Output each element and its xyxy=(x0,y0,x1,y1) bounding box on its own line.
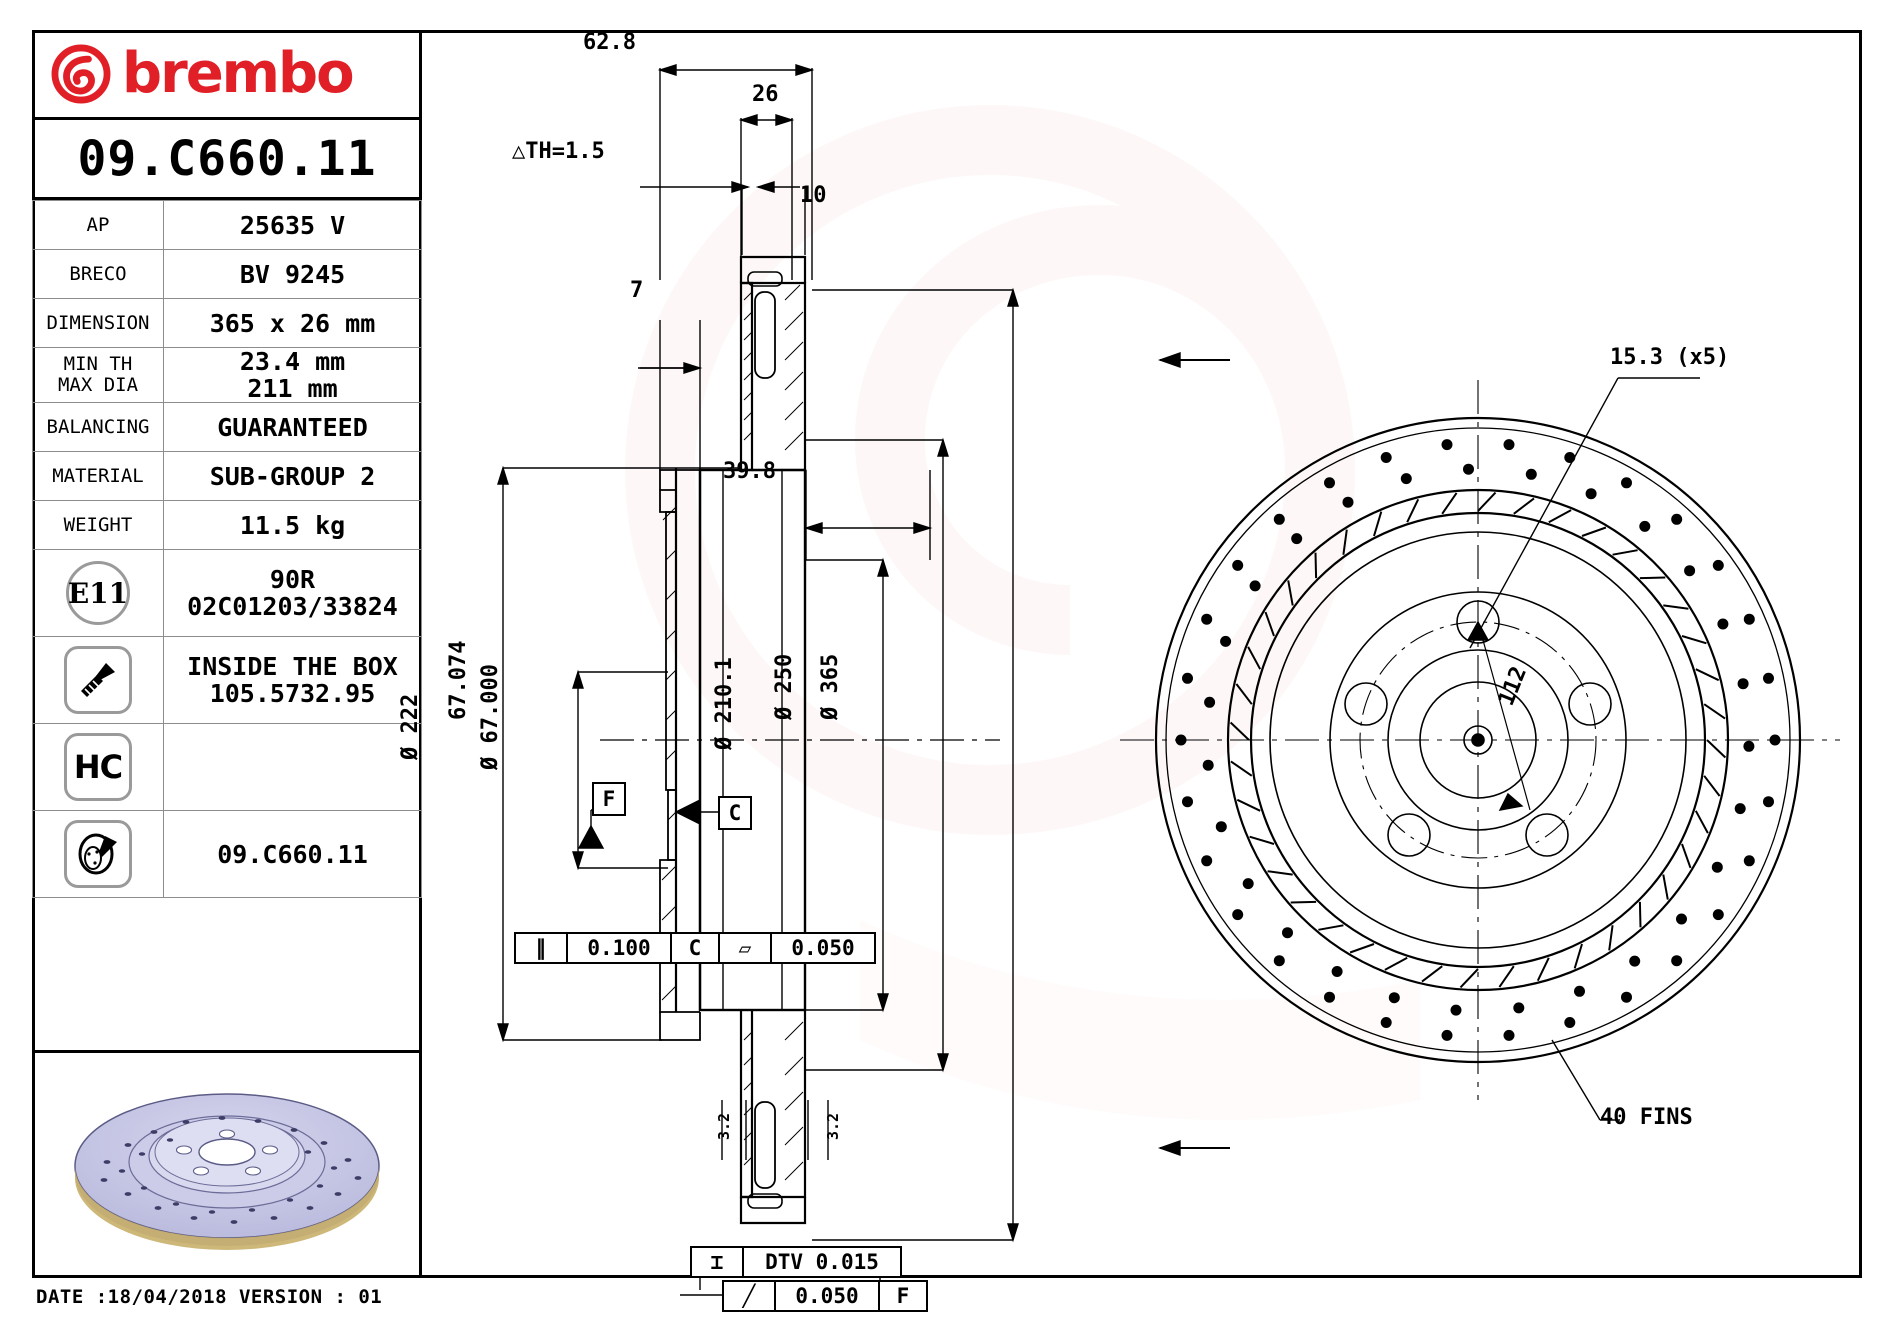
dtv-frame: ⌶ DTV 0.015 xyxy=(690,1246,902,1278)
table-row: HC xyxy=(32,723,422,811)
screws-line2: 105.5732.95 xyxy=(209,679,376,708)
datum-c: C xyxy=(718,796,752,830)
runout-datum: F xyxy=(896,1284,910,1308)
dim-dia-222: Ø 222 xyxy=(398,693,423,760)
screw-icon-cell xyxy=(32,636,164,724)
e11-approval-icon-text: E11 xyxy=(67,576,129,610)
spec-value-max-dia: 211 mm xyxy=(247,374,338,403)
part-code-cell: 09.C660.11 xyxy=(32,120,422,200)
spec-value-min-th: 23.4 mm xyxy=(239,347,346,376)
table-row: MIN TH MAX DIA 23.4 mm 211 mm xyxy=(32,347,422,403)
spec-value-weight: 11.5 kg xyxy=(163,500,422,550)
dtv-tolerance: DTV 0.015 xyxy=(765,1250,879,1274)
dim-dia-250: Ø 250 xyxy=(772,653,797,720)
part-code: 09.C660.11 xyxy=(77,130,377,187)
parallelism-frame: ∥ 0.100 C xyxy=(514,932,720,964)
dim-overall-width: 62.8 xyxy=(583,30,636,55)
parallelism-datum: C xyxy=(688,936,702,960)
spec-label-material: MATERIAL xyxy=(32,451,164,501)
hc-value-cell xyxy=(163,723,422,811)
screw-icon-glyph xyxy=(81,663,115,697)
table-row: MATERIAL SUB-GROUP 2 xyxy=(32,451,422,501)
dim-dia-67-000: Ø 67.000 xyxy=(478,664,503,770)
hole-dia-callout: 15.3 (x5) xyxy=(1610,345,1730,370)
spec-table: AP 25635 V BRECO BV 9245 DIMENSION 365 x… xyxy=(32,200,422,898)
table-row: AP 25635 V xyxy=(32,200,422,250)
flatness-tolerance: 0.050 xyxy=(791,936,855,960)
hc-badge-text: HC xyxy=(73,748,123,786)
spec-label-dimension: DIMENSION xyxy=(32,298,164,348)
brake-disc-icon-glyph xyxy=(78,833,117,875)
brake-disc-3d-render xyxy=(74,1092,380,1250)
table-row: DIMENSION 365 x 26 mm xyxy=(32,298,422,348)
spec-value-material: SUB-GROUP 2 xyxy=(163,451,422,501)
spec-label-max-dia: MAX DIA xyxy=(57,374,139,396)
dim-inner-pad-band: 39.8 xyxy=(723,459,776,484)
flatness-frame: ▱ 0.050 xyxy=(718,932,876,964)
table-row: INSIDE THE BOX 105.5732.95 xyxy=(32,636,422,724)
table-row: WEIGHT 11.5 kg xyxy=(32,500,422,550)
brembo-swirl-logo-icon xyxy=(51,44,111,103)
spec-value-min-th-max-dia: 23.4 mm 211 mm xyxy=(163,347,422,403)
dim-rib-right: 3.2 xyxy=(824,1112,842,1140)
parallelism-symbol: ∥ xyxy=(516,934,568,962)
dim-disc-thickness: 26 xyxy=(752,82,779,107)
runout-symbol: ╱ xyxy=(724,1282,776,1310)
screw-icon xyxy=(64,646,132,714)
brand-name: brembo xyxy=(122,41,355,106)
product-photo-cell xyxy=(32,1050,422,1278)
fins-callout: 40 FINS xyxy=(1600,1105,1693,1130)
spec-value-balancing: GUARANTEED xyxy=(163,402,422,452)
spec-label-min-th: MIN TH xyxy=(63,353,133,376)
spec-label-weight: WEIGHT xyxy=(32,500,164,550)
spec-value-ap: 25635 V xyxy=(163,200,422,250)
table-row: BRECO BV 9245 xyxy=(32,249,422,299)
brake-disc-icon xyxy=(64,820,132,888)
disc-icon-cell xyxy=(32,810,164,898)
brand-logo-cell: brembo xyxy=(32,30,422,120)
homologation-value-cell: 90R 02C01203/33824 xyxy=(163,549,422,637)
screws-value-cell: INSIDE THE BOX 105.5732.95 xyxy=(163,636,422,724)
dim-dia-365: Ø 365 xyxy=(818,653,843,720)
flatness-symbol: ▱ xyxy=(720,934,772,962)
spec-label-breco: BRECO xyxy=(32,249,164,299)
dim-rib-left: 3.2 xyxy=(715,1112,733,1140)
runout-tolerance: 0.050 xyxy=(776,1282,880,1310)
e11-approval-icon: E11 xyxy=(66,561,130,625)
spec-label-ap: AP xyxy=(32,200,164,250)
datum-f: F xyxy=(592,782,626,816)
dim-hat-thickness: 10 xyxy=(800,183,827,208)
screws-line1: INSIDE THE BOX xyxy=(187,652,398,681)
dim-dia-67-074: 67.074 xyxy=(446,640,471,720)
dim-dia-210-1: Ø 210.1 xyxy=(712,657,737,750)
date-version-footer: DATE :18/04/2018 VERSION : 01 xyxy=(36,1286,383,1308)
disc-row-value: 09.C660.11 xyxy=(163,810,422,898)
dim-wear-allowance: △TH=1.5 xyxy=(512,139,605,164)
hc-icon-cell: HC xyxy=(32,723,164,811)
homologation-icon-cell: E11 xyxy=(32,549,164,637)
spec-value-dimension: 365 x 26 mm xyxy=(163,298,422,348)
table-row: 09.C660.11 xyxy=(32,810,422,898)
homologation-line1: 90R xyxy=(269,565,316,594)
info-panel: brembo 09.C660.11 AP 25635 V BRECO BV 92… xyxy=(32,30,422,1278)
table-row: E11 90R 02C01203/33824 xyxy=(32,549,422,637)
hc-badge-icon: HC xyxy=(64,733,132,801)
runout-frame: ╱ 0.050 F xyxy=(722,1280,928,1312)
spec-label-min-th-max-dia: MIN TH MAX DIA xyxy=(32,347,164,403)
spec-label-balancing: BALANCING xyxy=(32,402,164,452)
table-row: BALANCING GUARANTEED xyxy=(32,402,422,452)
parallelism-tolerance: 0.100 xyxy=(568,934,672,962)
dtv-symbol: ⌶ xyxy=(692,1248,744,1276)
spec-value-breco: BV 9245 xyxy=(163,249,422,299)
dim-offset-7: 7 xyxy=(630,278,644,303)
homologation-line2: 02C01203/33824 xyxy=(187,592,398,621)
